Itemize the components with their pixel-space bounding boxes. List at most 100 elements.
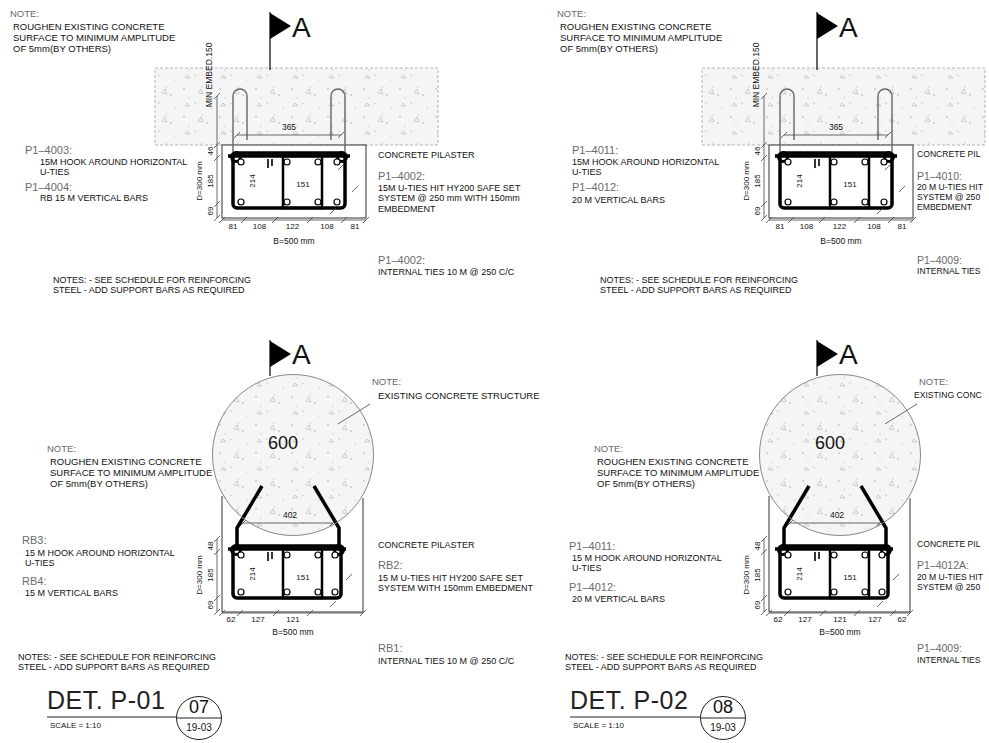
note-text: 20 M U-TIES HIT SYSTEM @ 250 EMBEDMENT (917, 183, 984, 213)
section-marker: A (292, 341, 311, 369)
dimension-text: B=500 mm (819, 628, 860, 637)
detail-bubble: 07 19-03 (176, 696, 222, 740)
note-text: ROUGHEN EXISTING CONCRETE SURFACE TO MIN… (13, 22, 185, 55)
note-text: CONCRETE PILASTER (378, 540, 475, 550)
reference-code: NOTE: (594, 444, 623, 455)
dimension-text: 185 (207, 568, 215, 581)
section-marker: A (292, 14, 311, 42)
dimension-text: B=500 mm (273, 237, 314, 246)
detail-title: DET. P-01 (47, 688, 165, 713)
dimension-text: 151 (296, 181, 309, 189)
reference-code: NOTE: (557, 9, 586, 20)
note-text: 15M U-TIES HIT HY200 SAFE SET SYSTEM @ 2… (378, 183, 528, 214)
dimension-text: D=300 mm (196, 161, 204, 200)
dimension-text: 214 (796, 567, 804, 580)
dimension-text: 151 (843, 181, 856, 189)
note-text: INTERNAL TIES 10 M @ 250 C/C (378, 656, 514, 666)
dimension-text: 402 (283, 511, 297, 520)
detail-reference: 07 (189, 698, 209, 716)
dimension-text: 127 (868, 616, 881, 624)
note-text: 20 M U-TIES HIT SYSTEM @ 250 (917, 573, 984, 593)
dimension-text: 48 (207, 542, 215, 551)
reference-code: P1–4011: (569, 540, 615, 553)
dimension-text: 151 (296, 574, 309, 582)
dimension-text: 81 (898, 223, 907, 231)
dimension-lines (219, 217, 916, 616)
dimension-text: 108 (253, 223, 266, 231)
pilaster-section (212, 340, 374, 615)
drawing-stroke (222, 613, 363, 614)
dimension-text: 214 (249, 567, 257, 580)
note-text: 20 M VERTICAL BARS (572, 594, 665, 604)
note-text: ROUGHEN EXISTING CONCRETE SURFACE TO MIN… (597, 457, 769, 490)
dimension-text: 62 (898, 616, 907, 624)
detail-reference: 19-03 (186, 723, 212, 733)
dimension-text: 46 (207, 147, 215, 156)
reference-code: P1–4012A: (917, 559, 969, 571)
pilaster-section (759, 340, 921, 615)
note-text: SCALE = 1:10 (50, 721, 101, 730)
note-text: EXISTING CONC (914, 391, 982, 401)
reference-code: P1–4011: (572, 144, 618, 157)
note-text: NOTES: - SEE SCHEDULE FOR REINFORCING ST… (53, 275, 258, 296)
dimension-text: 62 (774, 616, 783, 624)
reference-code: P1–4009: (917, 254, 962, 266)
dimension-text: 108 (320, 223, 333, 231)
dimension-text: 151 (843, 574, 856, 582)
dimension-text: 127 (798, 616, 811, 624)
dimension-text: 108 (800, 223, 813, 231)
dimension-text: B=500 mm (820, 237, 861, 246)
reference-code: NOTE: (919, 377, 948, 388)
reference-code: RB4: (22, 575, 46, 588)
reference-code: RB2: (378, 559, 402, 572)
dimension-text: 108 (867, 223, 880, 231)
dimension-text: 69 (207, 207, 215, 216)
column-size: 600 (268, 434, 298, 452)
dimension-text: 81 (776, 223, 785, 231)
reference-code: P1–4002: (378, 254, 425, 267)
note-text: 15M HOOK AROUND HORIZONTAL U-TIES (40, 157, 195, 178)
dimension-text: 185 (754, 568, 762, 581)
dimension-text: 214 (249, 174, 257, 187)
note-text: 15 M HOOK AROUND HORIZONTAL U-TIES (572, 553, 732, 574)
reference-code: NOTE: (372, 377, 401, 388)
drawing-stroke (769, 613, 910, 614)
detail-reference: 19-03 (710, 723, 736, 733)
note-text: 15M HOOK AROUND HORIZONTAL U-TIES (572, 157, 727, 178)
reference-code: P1–4012: (569, 581, 616, 594)
note-text: 15 M U-TIES HIT HY200 SAFE SET SYSTEM WI… (378, 573, 538, 594)
note-text: 20 M VERTICAL BARS (572, 195, 665, 205)
reference-code: NOTE: (47, 444, 76, 455)
dimension-text: MIN EMBED.150 (205, 43, 214, 108)
dimension-text: 122 (286, 223, 299, 231)
reference-code: P1–4004: (25, 181, 72, 194)
section-marker: A (839, 341, 858, 369)
reference-code: P1–4003: (25, 144, 72, 157)
dimension-text: 81 (351, 223, 360, 231)
note-text: NOTES: - SEE SCHEDULE FOR REINFORCING ST… (600, 275, 805, 296)
dimension-text: 402 (830, 511, 844, 520)
dimension-text: MIN EMBED.150 (752, 43, 761, 108)
pilaster-section (702, 12, 985, 221)
dimension-text: 48 (754, 542, 762, 551)
note-text: CONCRETE PIL (917, 540, 981, 550)
drawing-stroke (570, 717, 701, 718)
title-underline (47, 717, 701, 718)
note-text: CONCRETE PILASTER (378, 150, 475, 160)
note-text: INTERNAL TIES 10 M @ 250 C/C (378, 267, 514, 277)
dimension-text: D=300 mm (743, 555, 751, 594)
detail-bubble: 08 19-03 (700, 696, 746, 740)
dimension-text: 214 (796, 174, 804, 187)
reference-code: P1–4010: (917, 170, 962, 182)
detail-reference: 08 (713, 698, 733, 716)
note-text: 15 M HOOK AROUND HORIZONTAL U-TIES (25, 548, 185, 569)
dimension-text: B=500 mm (272, 628, 313, 637)
dimension-text: D=300 mm (196, 555, 204, 594)
detail-title: DET. P-02 (570, 688, 688, 713)
reference-code: NOTE: (10, 9, 39, 20)
reference-code: RB1: (378, 642, 402, 655)
drawing-stroke (47, 717, 177, 718)
note-text: SCALE = 1:10 (573, 721, 624, 730)
dimension-text: 121 (833, 616, 846, 624)
note-text: INTERNAL TIES (917, 656, 981, 666)
